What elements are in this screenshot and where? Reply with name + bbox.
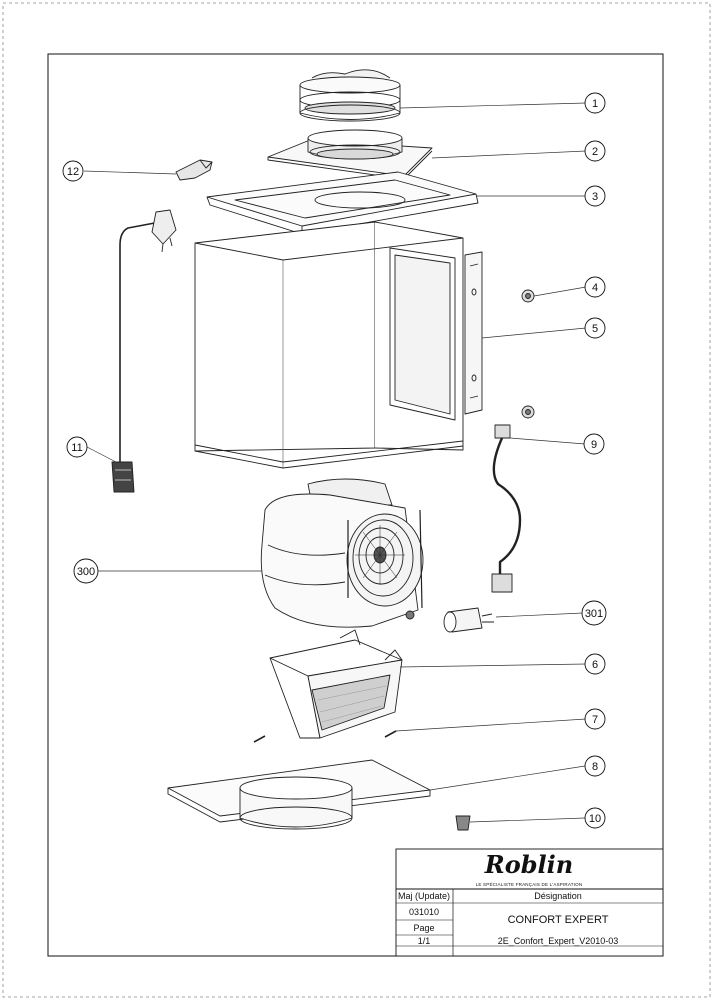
callout-300: 300 xyxy=(73,558,99,584)
callout-6: 6 xyxy=(584,653,606,675)
callout-label: 301 xyxy=(585,608,603,620)
callout-4: 4 xyxy=(584,276,606,298)
leader-lines xyxy=(83,102,587,823)
callout-1: 1 xyxy=(584,92,606,114)
title-block: Roblin LE SPÉCIALISTE FRANÇAIS DE L'ASPI… xyxy=(395,848,664,957)
callout-label: 8 xyxy=(592,761,598,773)
callout-label: 5 xyxy=(592,323,598,335)
part-10-stud xyxy=(455,815,471,831)
callout-3: 3 xyxy=(584,185,606,207)
callout-label: 9 xyxy=(591,439,597,451)
callout-7: 7 xyxy=(584,708,606,730)
callout-2: 2 xyxy=(584,140,606,162)
part-9-wire-harness xyxy=(491,424,522,593)
part-12-clip xyxy=(175,159,213,181)
callout-12: 12 xyxy=(62,160,84,182)
part-6-filter-tray xyxy=(269,629,403,739)
part-300-blower-motor xyxy=(260,478,424,628)
callout-11: 11 xyxy=(66,436,88,458)
callout-301: 301 xyxy=(581,600,607,626)
brand-logo: Roblin xyxy=(484,850,573,879)
part-11-power-cable xyxy=(111,209,177,493)
part-7-screw xyxy=(253,730,397,743)
callout-10: 10 xyxy=(584,807,606,829)
part-5-housing-box xyxy=(194,221,483,469)
part-301-capacitor xyxy=(443,607,494,633)
part-3-top-frame xyxy=(206,171,479,235)
maj-label: Maj (Update) xyxy=(398,891,450,901)
callout-8: 8 xyxy=(584,755,606,777)
callout-label: 1 xyxy=(592,98,598,110)
designation-value: CONFORT EXPERT xyxy=(508,914,609,926)
part-2-flange-plate xyxy=(267,129,433,180)
callout-label: 4 xyxy=(592,282,598,294)
part-1-outlet-collar xyxy=(299,69,401,122)
callout-label: 11 xyxy=(71,442,82,454)
designation-label: Désignation xyxy=(534,891,582,901)
callout-label: 300 xyxy=(77,566,95,578)
maj-value: 031010 xyxy=(409,907,439,917)
drawing-frame xyxy=(47,53,664,957)
page-label: Page xyxy=(413,923,434,933)
callout-label: 10 xyxy=(589,813,601,825)
page-value: 1/1 xyxy=(418,936,431,946)
callout-label: 6 xyxy=(592,659,598,671)
document-reference: 2E_Confort_Expert_V2010-03 xyxy=(498,936,619,946)
callout-5: 5 xyxy=(584,317,606,339)
part-4-grommet xyxy=(521,289,535,419)
callout-9: 9 xyxy=(583,433,605,455)
part-8-bottom-plate xyxy=(167,759,431,830)
callout-label: 12 xyxy=(67,166,79,178)
brand-tagline: LE SPÉCIALISTE FRANÇAIS DE L'ASPIRATION xyxy=(476,881,583,887)
callout-label: 3 xyxy=(592,191,598,203)
callout-label: 2 xyxy=(592,146,598,158)
callout-label: 7 xyxy=(592,714,598,726)
